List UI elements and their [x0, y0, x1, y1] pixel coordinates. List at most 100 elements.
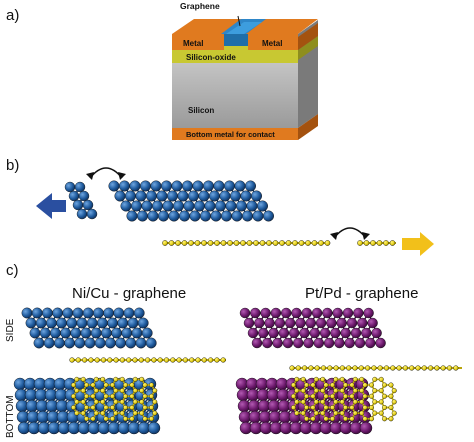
carbon-atom [170, 357, 176, 363]
carbon-atom [415, 365, 421, 371]
metal-atom [272, 337, 283, 349]
metal-atom [72, 307, 84, 319]
carbon-atom [132, 388, 138, 394]
metal-atom [66, 317, 78, 329]
metal-atom [105, 337, 116, 349]
metal-atom [189, 210, 201, 222]
carbon-atom [152, 399, 158, 405]
graphene-pointer-line [237, 15, 241, 27]
metal-atom [264, 317, 275, 329]
carbon-atom [333, 410, 339, 416]
metal-atom [229, 190, 241, 202]
carbon-atom [142, 405, 148, 411]
carbon-atom [214, 240, 220, 246]
metal-atom [64, 337, 76, 349]
metal-atom [72, 199, 84, 211]
carbon-atom [382, 405, 388, 411]
carbon-atom [122, 382, 128, 388]
ni-cu-title: Ni/Cu - graphene [72, 285, 186, 302]
device-schematic: Graphene Metal Metal Silicon-oxide Silic… [172, 1, 318, 140]
carbon-atom [83, 393, 89, 399]
carbon-atom [285, 240, 292, 246]
metal-atom [193, 200, 205, 212]
metal-atom [350, 327, 362, 339]
bottom-metal-side-face [298, 114, 318, 140]
carbon-atom [365, 365, 371, 371]
metal-atom [346, 317, 358, 329]
metal-atom [365, 337, 376, 349]
metal-atom [168, 210, 180, 222]
carbon-atom [80, 410, 86, 416]
carbon-atom [330, 405, 336, 411]
carbon-atom [129, 405, 135, 411]
ni-cu-side-slab [21, 307, 157, 349]
metal-atom [145, 190, 157, 202]
carbon-atom [383, 365, 390, 371]
metal-atom [247, 327, 259, 339]
carbon-atom [181, 240, 188, 246]
carbon-atom [320, 410, 326, 416]
carbon-atom [390, 365, 396, 371]
metal-atom [219, 190, 231, 202]
carbon-atom [227, 240, 233, 246]
carbon-atom [100, 388, 106, 394]
metal-atom [213, 180, 225, 192]
carbon-atom [148, 382, 154, 388]
carbon-atom [369, 416, 375, 422]
carbon-atom [323, 416, 329, 422]
metal-atom [52, 307, 63, 319]
metal-atom [353, 307, 364, 319]
carbon-atom [279, 240, 285, 246]
metal-atom [130, 200, 142, 212]
arc2-arrowhead-left [330, 232, 338, 240]
metal-atom [251, 337, 263, 349]
carbon-atom [93, 388, 99, 394]
metal-atom [363, 307, 374, 319]
carbon-atom [138, 357, 144, 363]
carbon-atom [188, 240, 194, 246]
carbon-atom [109, 405, 115, 411]
carbon-atom [113, 357, 119, 363]
carbon-atom [339, 365, 346, 371]
carbon-atom [402, 365, 409, 371]
carbon-atom [201, 240, 207, 246]
graphene-chain-main [162, 240, 331, 246]
metal-left-front [172, 34, 224, 50]
small-metal-cluster [64, 181, 98, 220]
carbon-atom [208, 357, 214, 363]
carbon-atom [323, 405, 329, 411]
carbon-atom [346, 365, 352, 371]
carbon-atom [132, 376, 138, 382]
carbon-atom [83, 382, 89, 388]
carbon-atom [103, 393, 109, 399]
carbon-atom [83, 416, 89, 422]
carbon-atom [126, 357, 132, 363]
metal-atom [62, 307, 74, 319]
carbon-atom [100, 357, 107, 363]
left-arrow-icon [36, 193, 66, 219]
carbon-atom [70, 382, 76, 388]
carbon-atom [339, 399, 345, 405]
metal-atom [133, 307, 145, 319]
metal-atom [172, 200, 184, 212]
metal-atom [235, 200, 247, 212]
carbon-atom [388, 416, 394, 422]
metal-atom [64, 181, 76, 193]
pt-pd-side-slab [239, 307, 386, 349]
carbon-atom [119, 376, 125, 382]
carbon-atom [378, 376, 384, 382]
metal-atom [39, 327, 51, 339]
graphene-front [224, 34, 248, 47]
oxide-gap [224, 46, 248, 50]
metal-atom [274, 317, 286, 329]
metal-atom [204, 200, 216, 212]
carbon-atom [201, 357, 207, 363]
metal-atom [121, 327, 133, 339]
metal-atom [241, 210, 253, 222]
metal-atom [254, 317, 265, 329]
right-arrow-icon [402, 232, 434, 256]
graphene-label: Graphene [180, 1, 220, 11]
metal-atom [29, 327, 41, 339]
carbon-atom [103, 416, 109, 422]
panel-b-label: b) [6, 157, 19, 174]
